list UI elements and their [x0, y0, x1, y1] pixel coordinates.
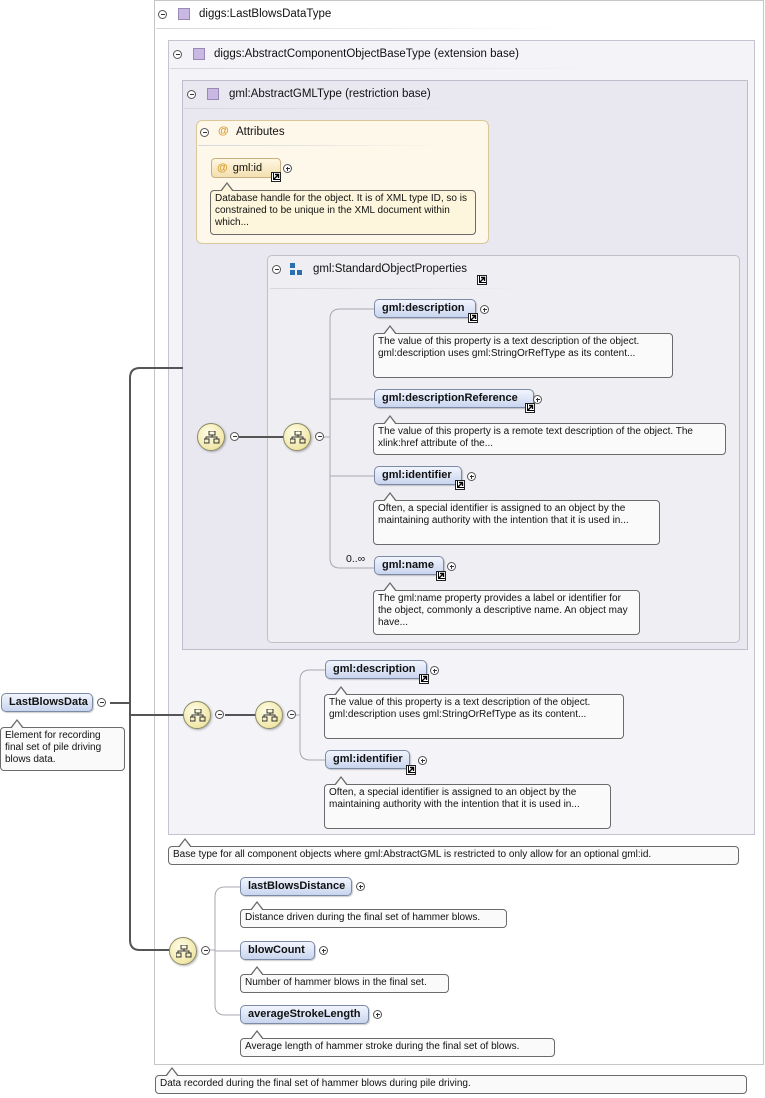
reference-arrow-icon[interactable]	[477, 275, 487, 285]
header-divider	[198, 145, 448, 146]
sequence-compositor-icon[interactable]	[283, 423, 311, 451]
expand-element-button[interactable]	[467, 472, 476, 481]
group-name: gml:StandardObjectProperties	[313, 263, 468, 275]
collapse-extension-base-button[interactable]	[173, 50, 182, 59]
collapse-restriction-base-button[interactable]	[187, 90, 196, 99]
restriction-base-name: gml:AbstractGMLType (restriction base)	[229, 88, 431, 100]
expand-element-button[interactable]	[373, 1010, 382, 1019]
reference-arrow-icon[interactable]	[525, 403, 535, 413]
element-gml-name[interactable]: gml:name	[374, 556, 444, 575]
attribute-at-icon: @	[217, 162, 228, 174]
expand-element-button[interactable]	[319, 946, 328, 955]
complex-type-icon	[178, 8, 190, 20]
reference-arrow-icon[interactable]	[455, 480, 465, 490]
type-name: diggs:LastBlowsDataType	[199, 8, 332, 20]
attribute-gml-id[interactable]: @ gml:id	[211, 158, 281, 178]
sequence-compositor-icon[interactable]	[255, 701, 283, 729]
reference-arrow-icon[interactable]	[419, 674, 429, 684]
element-gml-identifier[interactable]: gml:identifier	[374, 466, 462, 485]
collapse-type-button[interactable]	[158, 10, 167, 19]
reference-arrow-icon[interactable]	[406, 765, 416, 775]
attribute-at-icon: @	[218, 125, 229, 137]
element-documentation: Often, a special identifier is assigned …	[373, 492, 660, 545]
reference-arrow-icon[interactable]	[436, 571, 446, 581]
type-documentation: Data recorded during the final set of ha…	[155, 1067, 747, 1094]
sequence-compositor-icon[interactable]	[169, 937, 197, 965]
expand-element-button[interactable]	[480, 305, 489, 314]
extension-base-documentation: Base type for all component objects wher…	[168, 838, 739, 865]
collapse-sequence-button[interactable]	[287, 710, 296, 719]
root-element-documentation: Element for recording final set of pile …	[0, 719, 125, 771]
collapse-sequence-button[interactable]	[201, 946, 210, 955]
collapse-group-button[interactable]	[272, 265, 281, 274]
expand-element-button[interactable]	[447, 562, 456, 571]
header-divider	[156, 28, 576, 29]
expand-element-button[interactable]	[356, 882, 365, 891]
element-gml-description[interactable]: gml:description	[374, 299, 476, 318]
collapse-sequence-button[interactable]	[230, 432, 239, 441]
element-documentation: Average length of hammer stroke during t…	[240, 1030, 555, 1057]
complex-type-icon	[193, 48, 205, 60]
expand-element-button[interactable]	[533, 395, 542, 404]
complex-type-icon	[207, 88, 219, 100]
attribute-documentation: Database handle for the object. It is of…	[210, 182, 476, 235]
element-gml-description[interactable]: gml:description	[325, 660, 427, 679]
expand-element-button[interactable]	[430, 666, 439, 675]
attribute-name: gml:id	[232, 162, 263, 174]
expand-attribute-button[interactable]	[283, 164, 292, 173]
group-icon	[290, 263, 302, 275]
element-documentation: The value of this property is a text des…	[373, 325, 673, 378]
sequence-compositor-icon[interactable]	[197, 423, 225, 451]
collapse-sequence-button[interactable]	[315, 432, 324, 441]
element-documentation: Distance driven during the final set of …	[240, 901, 507, 928]
element-documentation: The gml:name property provides a label o…	[373, 582, 640, 635]
element-average-stroke-length[interactable]: averageStrokeLength	[240, 1005, 369, 1024]
occurrence-label: 0..∞	[346, 553, 366, 565]
element-documentation: The value of this property is a remote t…	[373, 415, 726, 455]
element-documentation: Number of hammer blows in the final set.	[240, 966, 449, 993]
expand-element-button[interactable]	[418, 756, 427, 765]
element-last-blows-distance[interactable]: lastBlowsDistance	[240, 877, 352, 896]
header-divider	[184, 108, 484, 109]
collapse-sequence-button[interactable]	[215, 710, 224, 719]
element-documentation: The value of this property is a text des…	[324, 686, 624, 739]
extension-base-name: diggs:AbstractComponentObjectBaseType (e…	[214, 48, 519, 60]
sequence-compositor-icon[interactable]	[183, 701, 211, 729]
root-element-last-blows-data[interactable]: LastBlowsData	[1, 693, 93, 712]
attributes-label: Attributes	[236, 126, 285, 138]
reference-arrow-icon[interactable]	[468, 313, 478, 323]
element-documentation: Often, a special identifier is assigned …	[324, 776, 611, 829]
element-gml-identifier[interactable]: gml:identifier	[325, 750, 410, 769]
element-gml-description-reference[interactable]: gml:descriptionReference	[374, 389, 534, 408]
header-divider	[170, 68, 610, 69]
collapse-root-button[interactable]	[97, 698, 106, 707]
element-blow-count[interactable]: blowCount	[240, 941, 315, 960]
reference-arrow-icon[interactable]	[271, 172, 281, 182]
collapse-attributes-button[interactable]	[200, 128, 209, 137]
header-divider	[270, 288, 530, 289]
